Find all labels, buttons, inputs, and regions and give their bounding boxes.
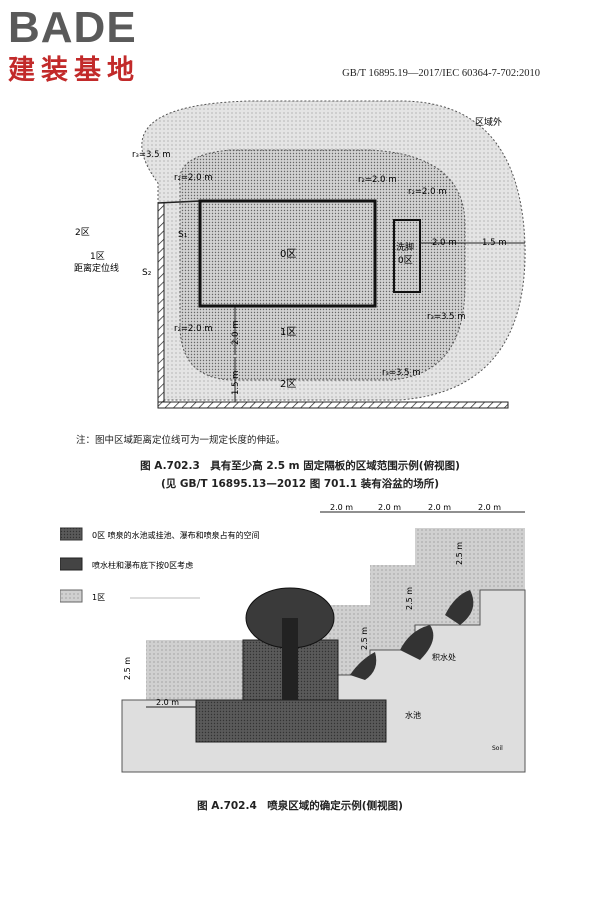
top-dim-1: 2.0 m — [330, 503, 353, 512]
figure-side-view: 0区 喷泉的水池或挂池、瀑布和喷泉占有的空间 喷水柱和瀑布底下按0区考虑 1区 … — [60, 503, 526, 773]
label-r3-top: r₃=3.5 m — [132, 150, 171, 160]
caption-figure-4: 图 A.702.4 喷泉区域的确定示例(侧视图) — [197, 800, 403, 812]
standard-number: GB/T 16895.19—2017/IEC 60364-7-702:2010 — [342, 68, 540, 79]
legend-swatch-waterfall — [60, 557, 83, 571]
label-s1: S₁ — [178, 230, 188, 240]
label-r2-c: r₂=2.0 m — [408, 187, 447, 197]
label-distance-line: 距离定位线 — [74, 262, 119, 274]
legend-swatch-zone1 — [60, 589, 83, 603]
wall-left — [157, 202, 165, 409]
label-zone1-left: 1区 — [90, 251, 105, 262]
wall-bottom — [157, 401, 509, 409]
figure-note: 注：图中区域距离定位线可为一规定长度的伸延。 — [76, 435, 286, 446]
pool-zone0 — [195, 699, 387, 743]
figure-top-view: 区域外 r₃=3.5 m r₂=2.0 m r₂=2.0 m r₂=2.0 m … — [74, 100, 526, 409]
label-footbath: 洗脚 — [396, 241, 414, 253]
label-dim-15m-h: 1.5 m — [482, 238, 507, 248]
label-pool: 水池 — [405, 710, 421, 720]
cascade-3 — [350, 652, 377, 680]
label-zone0: 0区 — [280, 248, 296, 260]
legend-label-zone1: 1区 — [92, 593, 105, 602]
brand-logo: BADE 建装基地 — [8, 6, 140, 88]
label-soil: Soil — [492, 745, 503, 752]
logo-subtitle: 建装基地 — [8, 55, 140, 86]
zone0-box — [198, 199, 377, 308]
top-dim-2: 2.0 m — [378, 503, 401, 512]
zone1-left — [146, 640, 246, 700]
label-r3-b: r₃=3.5 m — [427, 312, 466, 322]
h-dim-bottom: 2.0 m — [156, 698, 179, 707]
v-dim-c: 2.5 m — [360, 627, 369, 650]
label-dim-2m-h: 2.0 m — [432, 238, 457, 248]
fountain-column — [282, 618, 298, 700]
caption-figure-3: 图 A.702.3 具有至少高 2.5 m 固定隔板的区域范围示例(俯视图) — [140, 460, 460, 472]
label-zone2-left: 2区 — [75, 227, 90, 238]
logo-text: BADE — [8, 3, 137, 52]
cascade-2 — [445, 590, 474, 625]
label-puddle: 积水处 — [432, 652, 456, 662]
v-dim-b: 2.5 m — [405, 587, 414, 610]
label-r2-a: r₂=2.0 m — [174, 173, 213, 183]
top-dim-3: 2.0 m — [428, 503, 451, 512]
label-dim-15m-v: 1.5 m — [231, 371, 241, 396]
label-dim-2m-v: 2.0 m — [231, 321, 241, 346]
v-dim-a: 2.5 m — [455, 542, 464, 565]
label-zone2: 2区 — [280, 378, 296, 390]
v-dim-left: 2.5 m — [123, 657, 132, 680]
label-r3-c: r₃=3.5 m — [382, 368, 421, 378]
label-zone1: 1区 — [280, 326, 296, 338]
distance-line — [157, 200, 201, 204]
legend-label-zone0: 0区 喷泉的水池或挂池、瀑布和喷泉占有的空间 — [92, 530, 260, 540]
footbath-box — [393, 219, 421, 293]
legend-label-waterfall: 喷水柱和瀑布底下按0区考虑 — [92, 560, 193, 570]
caption-figure-3-ref: (见 GB/T 16895.13—2012 图 701.1 装有浴盆的场所) — [160, 478, 440, 490]
label-outside: 区域外 — [475, 116, 502, 128]
cascade-1 — [400, 625, 434, 660]
label-s2: S₂ — [142, 268, 152, 278]
label-r2-b: r₂=2.0 m — [358, 175, 397, 185]
legend-swatch-zone0 — [60, 527, 83, 541]
label-footbath-zone: 0区 — [398, 255, 413, 266]
top-dim-4: 2.0 m — [478, 503, 501, 512]
label-r2-d: r₂=2.0 m — [174, 324, 213, 334]
